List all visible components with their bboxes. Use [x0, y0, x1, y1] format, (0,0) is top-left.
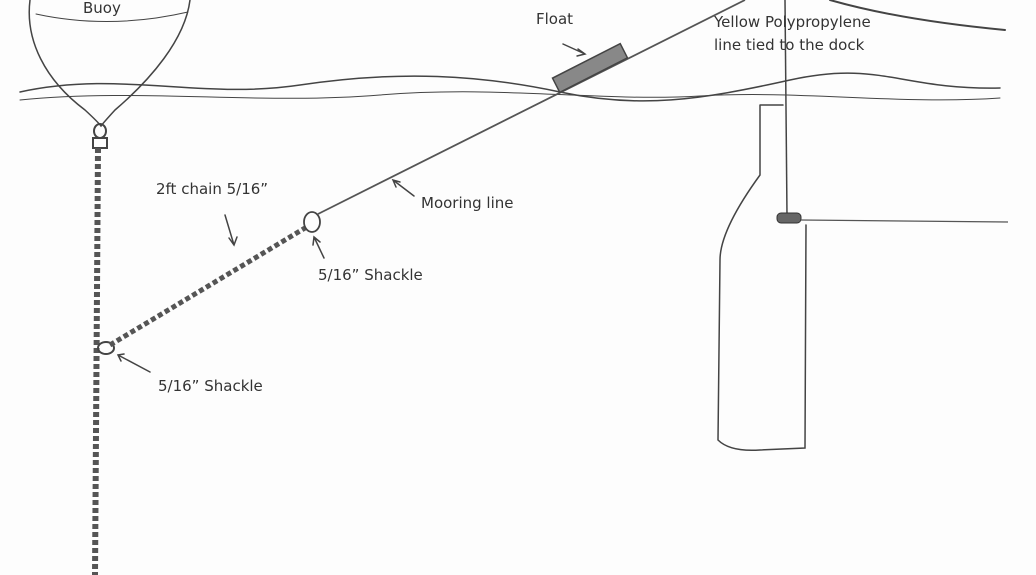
- mooring-arrow: [391, 178, 415, 197]
- shackle-upper: [303, 211, 321, 233]
- mooring-line: [317, 0, 746, 215]
- float-label: Float: [536, 10, 573, 28]
- yellow-line-label-1: Yellow Polypropylene: [713, 13, 871, 31]
- dock-line: [800, 219, 1009, 223]
- yellow-line-label-2: line tied to the dock: [714, 36, 865, 54]
- water-surface-2: [19, 91, 1001, 101]
- knot: [776, 212, 802, 224]
- mooring-line-label: Mooring line: [421, 194, 514, 212]
- buoy-label: Buoy: [83, 0, 121, 17]
- shackle-lower-arrow: [116, 353, 151, 373]
- chain-label: 2ft chain 5/16”: [156, 180, 268, 198]
- float: [551, 42, 629, 94]
- anchor-chain: [92, 147, 101, 575]
- dock-piling: [717, 104, 807, 452]
- chain-arrow: [224, 214, 238, 247]
- dock-rope-top: [829, 0, 1006, 31]
- buoy: [28, 0, 191, 128]
- shackle-upper-arrow: [312, 235, 325, 259]
- buoy-swivel: [92, 137, 108, 149]
- shackle-lower: [97, 341, 115, 355]
- buoy-ring: [93, 123, 107, 139]
- buoy-band: [35, 11, 189, 23]
- yellow-line: [784, 0, 788, 217]
- float-arrow: [562, 43, 587, 57]
- water-surface: [19, 72, 1001, 102]
- shackle-upper-label: 5/16” Shackle: [318, 266, 423, 284]
- short-chain: [108, 225, 307, 348]
- shackle-lower-label: 5/16” Shackle: [158, 377, 263, 395]
